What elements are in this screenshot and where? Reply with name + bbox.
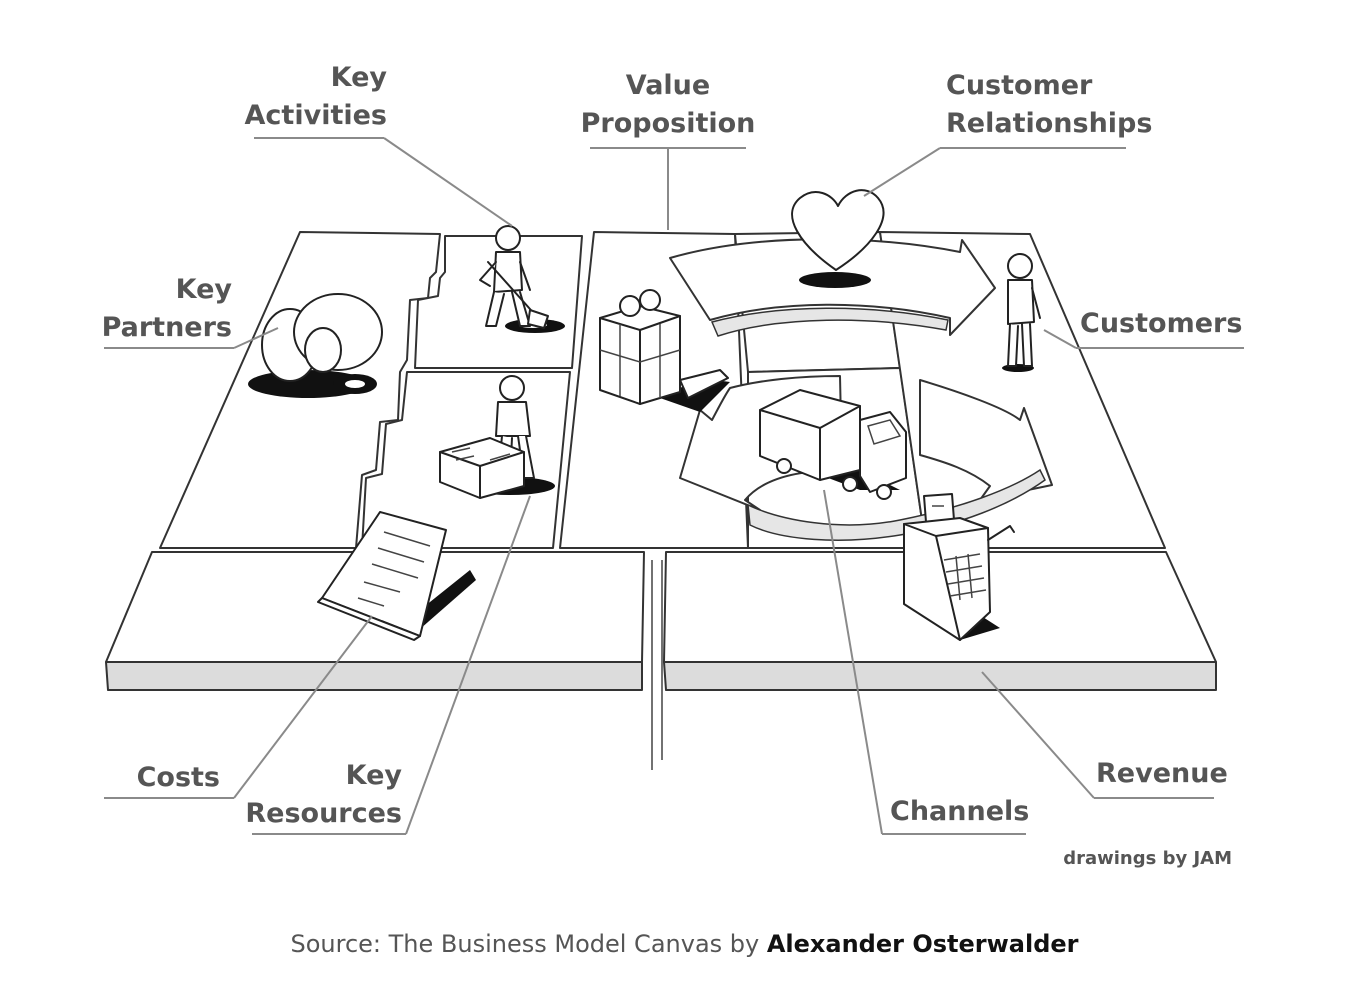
label-customer-relationships: Customer Relationships (863, 70, 1152, 197)
label-revenue: Revenue (981, 671, 1228, 799)
person-icon (1002, 253, 1041, 372)
svg-text:Relationships: Relationships (946, 108, 1152, 139)
label-key-activities: Key Activities (245, 62, 513, 227)
cash-register-icon (903, 493, 1015, 641)
gift-box-icon (599, 289, 730, 412)
svg-text:Key: Key (331, 62, 388, 93)
svg-text:Key: Key (176, 274, 233, 305)
source-caption: Source: The Business Model Canvas by Ale… (0, 930, 1369, 958)
svg-text:Customers: Customers (1080, 308, 1242, 339)
board-revenue-edge (663, 661, 1217, 691)
label-channels: Channels (823, 489, 1029, 835)
svg-text:Proposition: Proposition (581, 108, 756, 139)
svg-text:Resources: Resources (245, 798, 402, 829)
source-author: Alexander Osterwalder (766, 930, 1079, 958)
svg-text:Value: Value (626, 70, 710, 101)
svg-text:Activities: Activities (245, 100, 387, 131)
svg-text:Key: Key (346, 760, 403, 791)
svg-text:Partners: Partners (102, 312, 232, 343)
board-costs-edge (105, 661, 643, 691)
svg-text:Costs: Costs (137, 762, 220, 793)
label-value-proposition: Value Proposition (581, 70, 756, 230)
worker-with-machine-icon (439, 375, 555, 499)
heart-icon (791, 189, 885, 288)
source-prefix: Source: The Business Model Canvas by (290, 930, 767, 958)
svg-text:Channels: Channels (890, 796, 1029, 827)
rings-icon (248, 293, 383, 398)
drawings-credit: drawings by JAM (1063, 848, 1232, 869)
digging-person-icon (479, 225, 565, 333)
label-costs: Costs (104, 615, 373, 799)
label-key-partners: Key Partners (102, 274, 279, 349)
label-customers: Customers (1043, 308, 1244, 349)
svg-text:Revenue: Revenue (1096, 758, 1228, 789)
truck-icon (759, 389, 907, 500)
svg-text:Customer: Customer (946, 70, 1093, 101)
label-key-resources: Key Resources (245, 495, 531, 835)
